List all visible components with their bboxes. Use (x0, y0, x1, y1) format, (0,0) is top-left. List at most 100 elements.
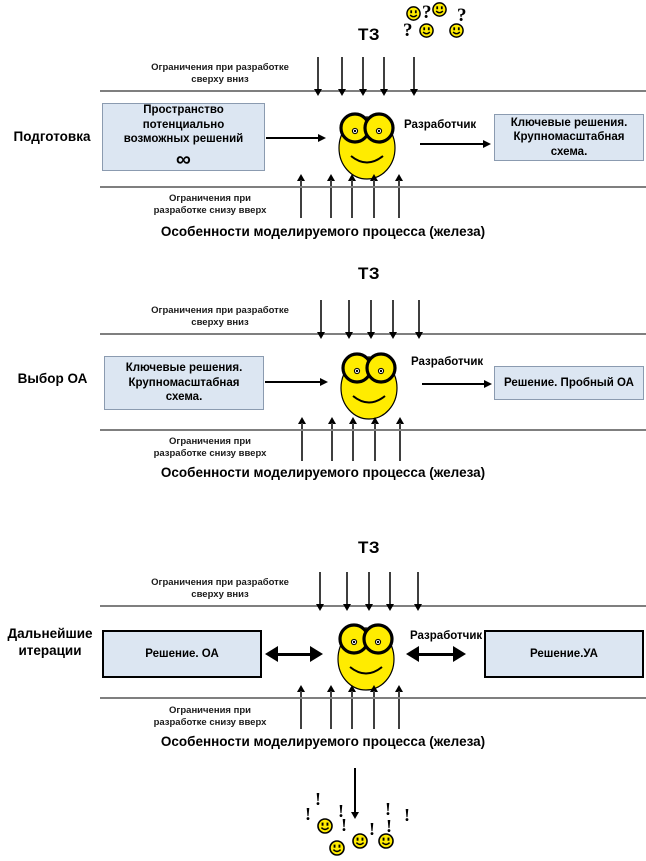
flow-arrow-out (422, 383, 484, 385)
input-box-solution-space: Пространство потенциально возможных реше… (102, 103, 265, 171)
smiley-icon (449, 23, 464, 38)
constraint-arrow-down-head (316, 332, 325, 339)
constraint-arrow-down-head (364, 604, 373, 611)
constraint-bottom-line-2: разработке снизу вверх (153, 448, 267, 459)
constraint-arrow-down-head (366, 332, 375, 339)
constraint-arrow-up (399, 423, 401, 461)
constraint-bottom-line-2: разработке снизу вверх (153, 717, 267, 728)
constraint-arrow-down (317, 57, 319, 89)
constraint-arrow-down-head (385, 604, 394, 611)
constraint-arrow-down (362, 57, 364, 89)
constraint-arrow-down (341, 57, 343, 89)
box-line-1: Пространство (143, 104, 224, 117)
exclamation-mark-icon: ! (305, 804, 311, 824)
box-line-3: возможных решений (123, 133, 244, 146)
constraint-arrow-up-head (347, 685, 356, 692)
constraint-arrow-up-head (348, 417, 357, 424)
constraint-bottom-line-1: Ограничения при (169, 705, 251, 716)
developer-label: Разработчик (404, 119, 477, 131)
flow-arrow-in-head (318, 133, 326, 142)
tz-label-section-1: ТЗ (358, 25, 381, 44)
bottom-caption: Особенности моделируемого процесса (желе… (160, 465, 486, 480)
constraint-arrow-down (346, 572, 348, 604)
box-solution-oa: Решение. ОА (102, 630, 262, 678)
output-box-trial-oa: Решение. Пробный ОА (494, 366, 644, 400)
infinity-symbol: ∞ (176, 147, 191, 171)
constraint-arrow-up-head (394, 685, 403, 692)
box-line-2: потенциально (142, 118, 225, 131)
smiley-icon (352, 833, 368, 849)
constraint-top-line-2: сверху вниз (191, 589, 249, 600)
smiley-icon (419, 23, 434, 38)
constraint-arrow-up-head (296, 174, 305, 181)
constraint-rule-top (100, 90, 646, 92)
bidirectional-arrow-left-head-2 (310, 646, 323, 662)
constraint-arrow-up-head (370, 417, 379, 424)
constraint-arrow-down-head (413, 604, 422, 611)
smiley-icon (329, 840, 345, 856)
constraint-rule-bottom (100, 186, 646, 188)
constraint-arrow-down (319, 572, 321, 604)
box-line-1: Решение. ОА (145, 647, 219, 660)
constraint-arrow-down-head (313, 89, 322, 96)
constraint-top-line-2: сверху вниз (191, 317, 249, 328)
box-line-1: Ключевые решения. (125, 362, 243, 375)
bidirectional-arrow-right (417, 652, 455, 656)
section-preparation: Подготовка Ограничения при разработке св… (0, 0, 646, 250)
bidirectional-arrow-right-head (406, 646, 419, 662)
constraint-arrow-up (398, 180, 400, 218)
constraint-arrow-down-head (379, 89, 388, 96)
constraint-top-line-1: Ограничения при разработке (151, 577, 289, 588)
question-mark-icon: ? (403, 20, 413, 41)
developer-label: Разработчик (410, 630, 483, 642)
constraint-arrow-down-head (388, 332, 397, 339)
box-line-1: Решение.УА (530, 647, 598, 660)
flow-arrow-out (420, 143, 483, 145)
question-mark-icon: ? (457, 5, 467, 26)
constraint-top-line-1: Ограничения при разработке (151, 305, 289, 316)
outcome-arrow-down (354, 768, 356, 814)
constraint-bottom-line-2: разработке снизу вверх (153, 205, 267, 216)
question-mark-icon: ? (422, 2, 432, 23)
constraint-top-line-2: сверху вниз (191, 74, 249, 85)
stage-label-further-iterations-line-2: итерации (18, 643, 82, 658)
constraint-arrow-down (320, 300, 322, 332)
smiley-icon (406, 6, 421, 21)
constraint-arrow-up-head (369, 174, 378, 181)
exclamation-mark-icon: ! (404, 805, 410, 825)
constraint-arrow-down-head (337, 89, 346, 96)
constraint-arrow-down (383, 57, 385, 89)
exclamation-mark-icon: ! (385, 799, 391, 819)
flow-arrow-out-head (484, 379, 492, 388)
box-line-3: схема. (550, 145, 588, 158)
constraint-arrow-up-head (394, 174, 403, 181)
smiley-icon (317, 818, 333, 834)
constraint-arrow-up (300, 180, 302, 218)
constraint-arrow-down-head (344, 332, 353, 339)
constraint-arrow-down (348, 300, 350, 332)
flow-arrow-in-head (320, 377, 328, 386)
constraint-arrow-up-head (326, 174, 335, 181)
stage-label-oa-selection: Выбор ОА (17, 371, 88, 386)
constraint-arrow-down (368, 572, 370, 604)
constraint-arrow-up-head (297, 417, 306, 424)
smiley-icon (378, 833, 394, 849)
bottom-caption: Особенности моделируемого процесса (желе… (160, 734, 486, 749)
constraint-rule-top (100, 605, 646, 607)
constraint-rule-bottom (100, 697, 646, 699)
developer-label: Разработчик (411, 356, 484, 368)
box-line-2: Крупномасштабная (128, 376, 240, 389)
constraint-arrow-up (331, 423, 333, 461)
constraint-arrow-up (301, 423, 303, 461)
developer-smiley-icon (333, 619, 399, 696)
constraint-arrow-up-head (395, 417, 404, 424)
constraint-arrow-up-head (326, 685, 335, 692)
box-line-1: Ключевые решения. (510, 116, 628, 129)
constraint-arrow-up (373, 691, 375, 729)
constraint-arrow-up-head (296, 685, 305, 692)
constraint-arrow-down-head (409, 89, 418, 96)
constraint-arrow-down (413, 57, 415, 89)
flow-arrow-out-head (483, 139, 491, 148)
constraint-arrow-up-head (347, 174, 356, 181)
